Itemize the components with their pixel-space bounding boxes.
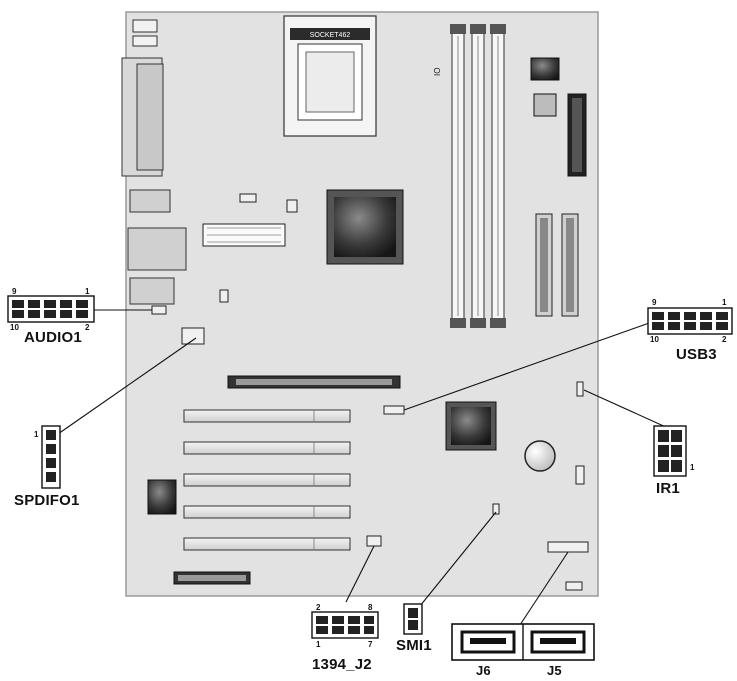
audio1-pin-9: 9 [12, 287, 17, 296]
sata-connectors [451, 623, 595, 661]
cpu-socket: SOCKET462 [283, 15, 377, 137]
ir1-label: IR1 [656, 480, 680, 497]
j6-label: J6 [476, 663, 491, 678]
cpu-socket-text: SOCKET462 [310, 32, 351, 39]
smi1-header [403, 603, 423, 635]
j2-pin-7: 7 [368, 640, 373, 649]
audio1-label: AUDIO1 [24, 329, 82, 346]
spdifo1-pin-1: 1 [34, 430, 39, 439]
usb3-pin-10: 10 [650, 335, 659, 344]
bios-chip [530, 57, 560, 81]
power-4pin [286, 199, 298, 213]
fan-header [239, 193, 257, 203]
audio1-header [7, 295, 95, 323]
j5-label: J5 [547, 663, 562, 678]
j2-onboard [366, 535, 382, 547]
super-io-chip [147, 479, 177, 515]
usb3-pin-9: 9 [652, 298, 657, 307]
j2-1394-header [311, 611, 379, 639]
audio1-onboard [151, 305, 167, 315]
audio1-pin-10: 10 [10, 323, 19, 332]
usb3-pin-2: 2 [722, 335, 727, 344]
spdifo1-header [41, 425, 61, 489]
ir1-pin-1: 1 [690, 463, 695, 472]
clock-chip [533, 93, 557, 117]
spdifo1-onboard [181, 327, 205, 345]
sata-onboard [547, 541, 589, 553]
audio1-pin-1: 1 [85, 287, 90, 296]
audio1-pin-2: 2 [85, 323, 90, 332]
leader-lines [57, 309, 669, 629]
cmos-battery [524, 440, 556, 472]
misc-header [575, 465, 585, 485]
fan-header-2 [565, 581, 583, 591]
j2-1394-label: 1394_J2 [312, 656, 372, 673]
usb3-header [647, 307, 733, 335]
rear-io-ports [121, 19, 187, 305]
j2-pin-2: 2 [316, 603, 321, 612]
ide-connectors [535, 213, 579, 317]
j2-pin-1: 1 [316, 640, 321, 649]
usb3-pin-1: 1 [722, 298, 727, 307]
smi1-onboard [492, 503, 500, 515]
dimm-slots [450, 24, 506, 328]
ir1-header [653, 425, 687, 477]
small-jumper [219, 289, 229, 303]
io-mark: IO [433, 68, 442, 76]
smi1-label: SMI1 [396, 637, 432, 654]
usb3-onboard [383, 405, 405, 415]
pci-slots [183, 409, 351, 551]
ir1-onboard [576, 381, 584, 397]
j2-pin-8: 8 [368, 603, 373, 612]
spdifo1-label: SPDIFO1 [14, 492, 80, 509]
usb3-label: USB3 [676, 346, 717, 363]
